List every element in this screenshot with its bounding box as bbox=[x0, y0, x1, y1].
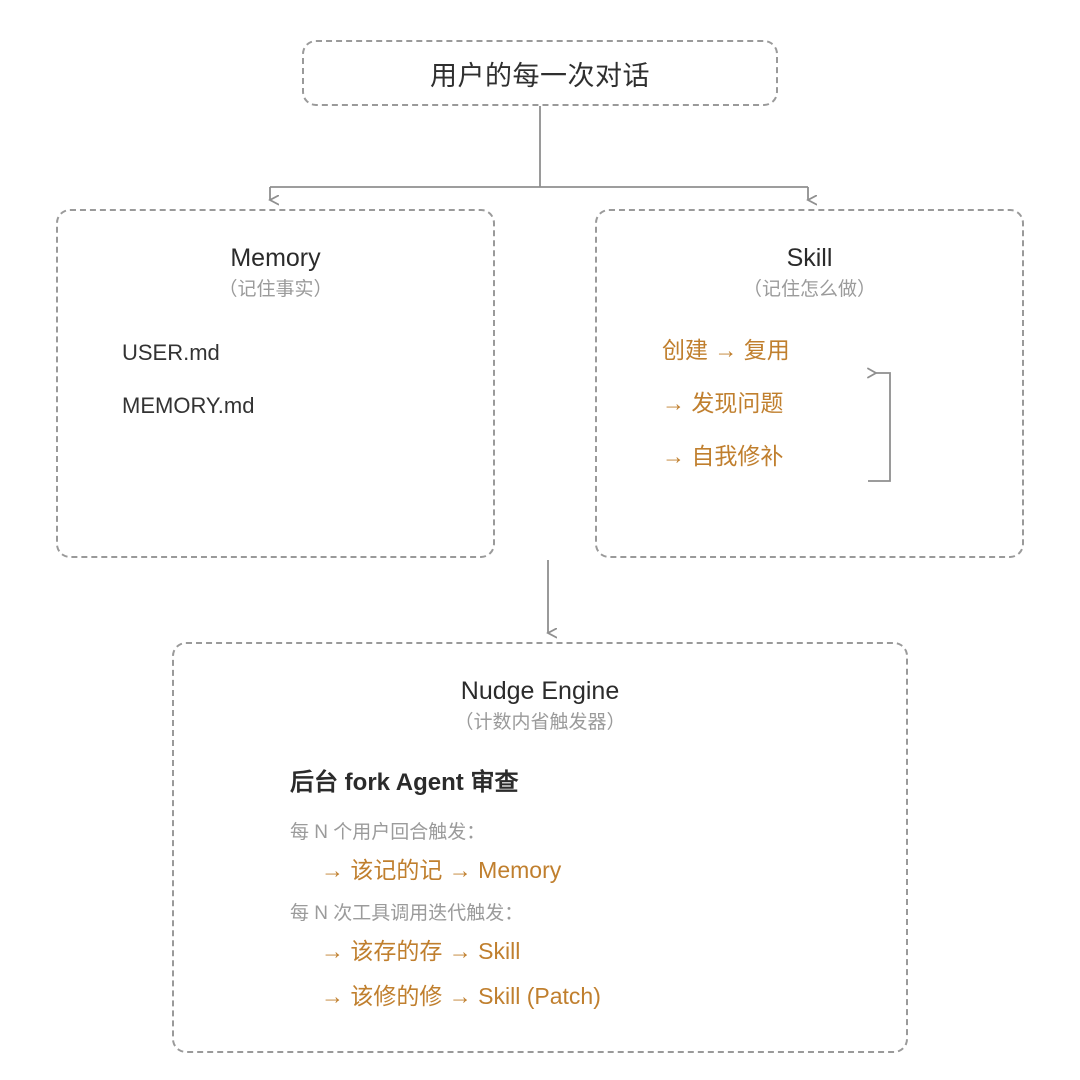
nudge-action-line: → 该修的修 → Skill (Patch) bbox=[321, 982, 601, 1009]
skill-header: Skill （记住怎么做） bbox=[597, 244, 1022, 302]
nudge-engine-heading: 后台 fork Agent 审查 bbox=[290, 768, 519, 796]
nudge-trigger-label: 每 N 个用户回合触发： bbox=[290, 821, 486, 843]
skill-subtitle: （记住怎么做） bbox=[742, 278, 876, 300]
nudge-engine-header: Nudge Engine （计数内省触发器） bbox=[174, 677, 906, 735]
skill-step-list: 创建 → 复用 → 发现问题 → 自我修补 bbox=[597, 336, 1022, 469]
node-user-conversation[interactable]: 用户的每一次对话 bbox=[302, 40, 778, 106]
node-title-user-conversation: 用户的每一次对话 bbox=[430, 60, 650, 91]
node-skill[interactable]: Skill （记住怎么做） 创建 → 复用 → 发现问题 → 自我修补 bbox=[595, 209, 1024, 558]
nudge-engine-body: 后台 fork Agent 审查 每 N 个用户回合触发： → 该记的记 → M… bbox=[174, 768, 906, 1008]
nudge-action-line: → 该存的存 → Skill bbox=[321, 937, 521, 964]
skill-step-item: → 发现问题 bbox=[662, 389, 784, 416]
memory-title: Memory bbox=[230, 244, 321, 272]
memory-header: Memory （记住事实） bbox=[58, 244, 493, 302]
nudge-trigger-label: 每 N 次工具调用迭代触发： bbox=[290, 902, 524, 924]
memory-file-list: USER.md MEMORY.md bbox=[58, 339, 493, 418]
nudge-engine-subtitle: （计数内省触发器） bbox=[454, 711, 626, 733]
nudge-action-line: → 该记的记 → Memory bbox=[321, 856, 562, 883]
node-nudge-engine[interactable]: Nudge Engine （计数内省触发器） 后台 fork Agent 审查 … bbox=[172, 642, 908, 1053]
memory-subtitle: （记住事实） bbox=[218, 278, 333, 300]
skill-step-item: → 自我修补 bbox=[662, 442, 784, 469]
nudge-trigger-group: 每 N 个用户回合触发： → 该记的记 → Memory bbox=[290, 823, 906, 882]
skill-title: Skill bbox=[786, 244, 833, 272]
memory-file-item: MEMORY.md bbox=[122, 392, 255, 418]
connector-root-to-split bbox=[270, 106, 808, 188]
memory-file-item: USER.md bbox=[122, 339, 220, 365]
nudge-engine-title: Nudge Engine bbox=[460, 677, 620, 705]
skill-step-item: 创建 → 复用 bbox=[662, 336, 790, 363]
node-memory[interactable]: Memory （记住事实） USER.md MEMORY.md bbox=[56, 209, 495, 558]
nudge-trigger-group: 每 N 次工具调用迭代触发： → 该存的存 → Skill → 该修的修 → S… bbox=[290, 904, 906, 1008]
